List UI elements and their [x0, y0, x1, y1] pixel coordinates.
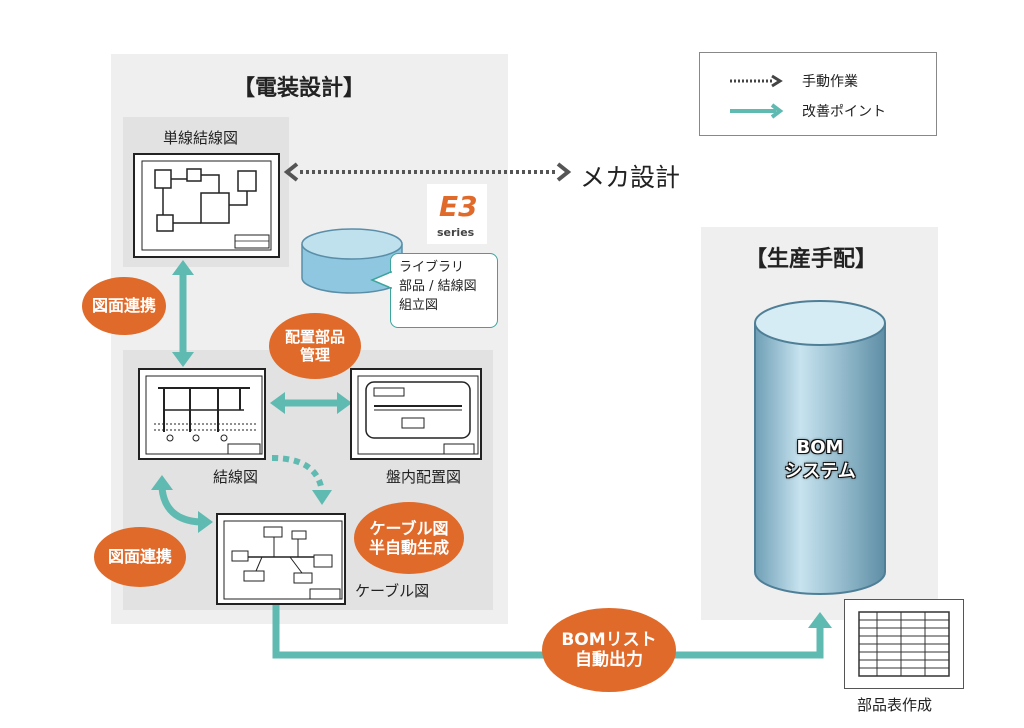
placement-parts-line-2: 管理	[299, 346, 330, 364]
diagram-link-badge-1-text: 図面連携	[91, 296, 156, 316]
bom-output-badge: BOMリスト 自動出力	[542, 608, 676, 692]
production-title: 【生産手配】	[745, 247, 878, 272]
wiring-diagram-label: 結線図	[213, 468, 259, 486]
teal-double-arrow-horizontal	[270, 392, 352, 414]
diagram-link-badge-1: 図面連携	[82, 277, 166, 335]
single-line-drawing-art	[141, 160, 272, 251]
panel-layout-diagram	[350, 368, 482, 460]
panel-layout-drawing-art	[357, 375, 479, 455]
legend-row-improvement: 改善ポイント	[728, 100, 886, 122]
dotted-arrow-icon	[730, 74, 783, 88]
electrical-design-title: 【電装設計】	[233, 76, 366, 101]
e3-series-logo: E3 series	[427, 184, 487, 244]
parts-table-document	[844, 599, 964, 689]
cable-diagram-label: ケーブル図	[355, 582, 430, 600]
library-line-2: 部品 / 結線図	[399, 278, 477, 294]
legend-manual-label: 手動作業	[802, 74, 858, 90]
mechanical-design-label: メカ設計	[580, 163, 681, 192]
legend-improvement-label: 改善ポイント	[802, 104, 886, 120]
cable-diagram	[216, 513, 346, 605]
teal-dotted-curved-arrow	[271, 455, 332, 505]
cable-drawing-art	[223, 520, 343, 600]
teal-double-arrow-vertical	[172, 260, 194, 367]
legend-row-manual: 手動作業	[728, 70, 858, 92]
bom-system-label: BOM システム	[765, 436, 875, 485]
teal-arrow-icon	[730, 103, 784, 119]
bom-system-line-1: BOM	[796, 437, 844, 458]
wiring-diagram	[138, 368, 266, 460]
cable-auto-line-2: 半自動生成	[368, 538, 449, 557]
bom-output-line-2: 自動出力	[575, 650, 643, 670]
diagram-link-badge-2: 図面連携	[94, 527, 186, 587]
single-line-diagram	[133, 153, 280, 258]
parts-table-art	[858, 611, 950, 677]
cable-auto-line-1: ケーブル図	[369, 518, 449, 538]
placement-parts-line-1: 配置部品	[284, 328, 345, 346]
parts-table-label: 部品表作成	[857, 696, 933, 714]
dotted-double-arrow	[283, 162, 572, 182]
bom-system-line-2: システム	[784, 461, 856, 483]
logo-mark: E3	[439, 190, 478, 223]
single-line-diagram-label: 単線結線図	[163, 129, 239, 147]
bom-output-line-1: BOMリスト	[561, 629, 657, 650]
logo-sub: series	[437, 226, 475, 239]
library-line-3: 組立図	[399, 297, 439, 313]
teal-curved-arrow	[151, 475, 213, 533]
library-callout: ライブラリ 部品 / 結線図 組立図	[390, 253, 498, 328]
placement-parts-badge: 配置部品 管理	[269, 313, 361, 379]
legend: 手動作業 改善ポイント	[699, 52, 937, 136]
panel-layout-label: 盤内配置図	[386, 468, 462, 486]
cable-auto-badge: ケーブル図 半自動生成	[354, 502, 464, 574]
diagram-link-badge-2-text: 図面連携	[107, 547, 172, 567]
wiring-drawing-art	[145, 375, 263, 455]
library-line-1: ライブラリ	[399, 260, 465, 275]
